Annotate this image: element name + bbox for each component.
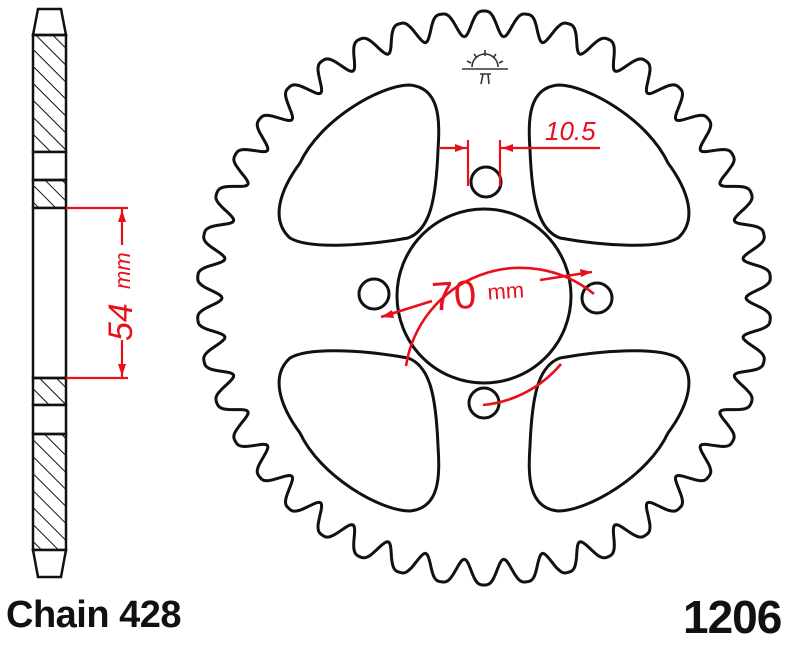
bolt-hole-left <box>357 277 391 311</box>
offset-unit: mm <box>110 252 135 289</box>
bolt-hole-right <box>580 281 614 315</box>
hatch-upper-short <box>31 178 68 210</box>
bolt-circle-unit: mm <box>487 277 525 304</box>
bolt-circle-value: 70 <box>430 273 477 320</box>
bolt-hole-dimension <box>440 140 600 186</box>
bolt-hole-top <box>469 165 503 199</box>
part-number-label: 1206 <box>683 591 782 643</box>
side-profile-view <box>31 7 68 579</box>
sun-logo-icon <box>462 50 508 85</box>
gap-lower <box>31 403 68 436</box>
lightening-hole-bottom-left <box>277 349 441 513</box>
bolt-circle-dimension <box>380 266 595 407</box>
hatch-lower-long <box>31 432 68 552</box>
hatch-upper-long <box>31 33 68 154</box>
hatch-lower-short <box>31 376 68 407</box>
lightening-holes <box>277 83 691 513</box>
lightening-hole-top-left <box>277 83 441 247</box>
lightening-hole-bottom-right <box>527 349 691 513</box>
lightening-hole-top-right <box>527 83 691 247</box>
bottom-chamfer <box>31 548 68 579</box>
top-chamfer <box>31 7 68 37</box>
offset-value: 54 <box>102 303 140 341</box>
hub-plain <box>31 206 68 380</box>
bolt-hole-value: 10.5 <box>545 116 596 146</box>
offset-dimension <box>66 206 128 380</box>
chain-size-label: Chain 428 <box>6 594 182 636</box>
gap-upper <box>31 150 68 182</box>
center-bore <box>395 207 573 385</box>
sprocket-teeth-outline <box>196 9 772 587</box>
